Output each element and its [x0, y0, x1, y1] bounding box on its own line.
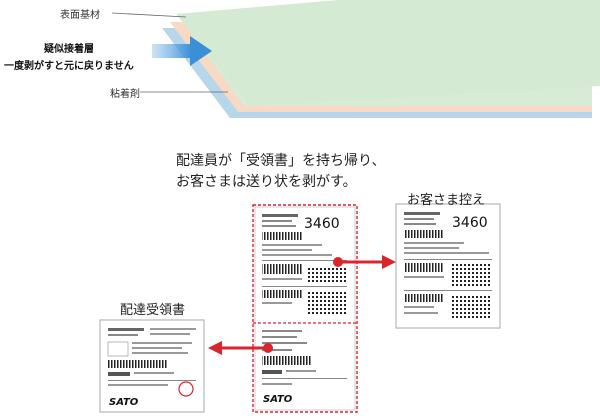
- red-arrow-to-receipt: [208, 341, 273, 355]
- blue-peel-arrow: [152, 36, 212, 66]
- center-label-sheet: [252, 204, 358, 413]
- adhesive-label: 粘着剤: [110, 89, 140, 100]
- red-arrow-to-customer: [333, 255, 396, 269]
- surface-top-face: [176, 0, 600, 106]
- caption-line-2: お客さまは送り状を剥がす。: [176, 174, 357, 190]
- pseudo-adhesive-label: 疑似接着層: [44, 44, 94, 55]
- base-leader-line: [111, 12, 187, 18]
- delivery-receipt-label: 配達受領書: [120, 303, 186, 318]
- surface-base-label: 表面基材: [60, 10, 100, 21]
- layer-stack: [152, 0, 600, 118]
- center-brand-text: SATO: [263, 394, 293, 405]
- customer-copy-label: お客さま控え: [407, 193, 486, 208]
- customer-number-text: 3460: [452, 215, 488, 231]
- caption-line-1: 配達員が「受領書」を持ち帰り、: [176, 153, 386, 169]
- receipt-brand-text: SATO: [109, 397, 139, 408]
- center-number-text: 3460: [304, 216, 340, 232]
- dashed-tear-border: [252, 204, 358, 413]
- peel-note: 一度剥がすと元に戻りません: [4, 61, 134, 72]
- delivery-receipt-sheet: [99, 319, 205, 413]
- customer-copy-sheet: [395, 203, 501, 329]
